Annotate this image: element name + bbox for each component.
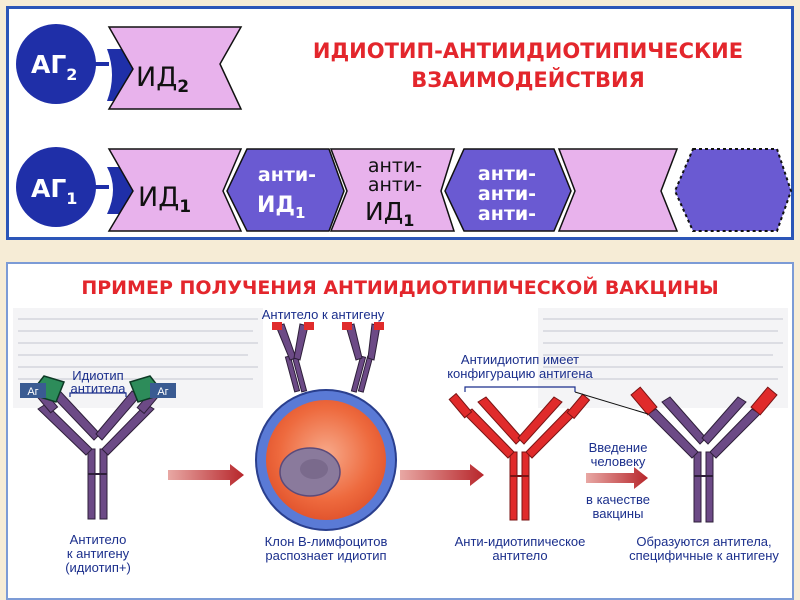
top-title-line2: ВЗАИМОДЕЙСТВИЯ xyxy=(411,67,645,92)
clone-caption-line1: Клон В-лимфоцитов xyxy=(265,534,388,549)
blank-purple-dashed-block xyxy=(673,148,793,232)
anti-anti-id1-line2: анти- xyxy=(368,174,422,196)
anti-anti-id1-block: анти- анти- ИД1 xyxy=(329,148,456,232)
anti-anti-id1-label: ИД xyxy=(365,197,403,226)
top-antibody-label: Антитело к антигену xyxy=(262,307,385,322)
anti-anti-id1-subscript: 1 xyxy=(403,211,414,230)
svg-text:ИД1: ИД1 xyxy=(365,197,414,230)
background-page-texture xyxy=(13,308,788,408)
anti-idiotype-note-line2: конфигурацию антигена xyxy=(447,366,593,381)
anti-idiotypic-caption-line2: антитело xyxy=(492,548,547,563)
as-vaccine-caption-line2: вакцины xyxy=(593,506,644,521)
id2-block: ИД2 xyxy=(107,26,243,110)
anti-id1-block: анти- ИД1 xyxy=(226,148,345,232)
idiotype-diagram: ИДИОТИП-АНТИИДИОТИПИЧЕСКИЕ ВЗАИМОДЕЙСТВИ… xyxy=(16,24,793,232)
svg-text:АГ1: АГ1 xyxy=(31,174,77,208)
svg-text:ИД1: ИД1 xyxy=(138,182,191,217)
anti-anti-anti-line2: анти- xyxy=(478,183,536,205)
antibody-caption-line2: к антигену xyxy=(67,546,130,561)
ag2-circle: АГ2 xyxy=(16,24,96,104)
ag1-circle: АГ1 xyxy=(16,147,96,227)
vaccine-diagram: ПРИМЕР ПОЛУЧЕНИЯ АНТИИДИОТИПИЧЕСКОЙ ВАКЦ… xyxy=(13,276,788,575)
anti-id1-line1: анти- xyxy=(258,164,316,186)
blank-pink-block xyxy=(557,148,679,232)
b-cell-clone xyxy=(255,322,397,531)
resulting-antibody xyxy=(574,386,778,523)
anti-idiotypic-caption-line1: Анти-идиотипическое xyxy=(455,534,586,549)
ag2-label: АГ xyxy=(31,50,66,79)
ag1-subscript: 1 xyxy=(66,189,77,208)
id1-subscript: 1 xyxy=(179,197,191,217)
clone-caption-line2: распознает идиотип xyxy=(265,548,386,563)
idiotype-label-line2: антитела xyxy=(70,381,126,396)
antigen-right-label: Аг xyxy=(157,386,168,398)
id2-label: ИД xyxy=(136,62,177,93)
anti-id1-subscript: 1 xyxy=(295,204,305,222)
result-caption-line2: специфичные к антигену xyxy=(629,548,779,563)
anti-id1-label: ИД xyxy=(257,193,295,218)
as-vaccine-caption-line1: в качестве xyxy=(586,492,650,507)
svg-text:ИД1: ИД1 xyxy=(257,193,305,222)
id1-label: ИД xyxy=(138,182,179,213)
idiotype-label-line1: Идиотип xyxy=(72,368,123,383)
anti-anti-anti-block: анти- анти- анти- xyxy=(444,148,572,232)
id1-block: ИД1 xyxy=(107,148,243,232)
vaccine-title: ПРИМЕР ПОЛУЧЕНИЯ АНТИИДИОТИПИЧЕСКОЙ ВАКЦ… xyxy=(81,276,718,299)
ag1-label: АГ xyxy=(31,174,66,203)
svg-text:АГ2: АГ2 xyxy=(31,50,77,84)
introduction-caption-line2: человеку xyxy=(591,454,646,469)
arrow-1-icon xyxy=(168,464,244,486)
arrow-3-icon xyxy=(586,467,648,489)
pointer-line xyxy=(574,391,649,415)
anti-anti-id1-line1: анти- xyxy=(368,155,422,177)
antigen-left-label: Аг xyxy=(27,386,38,398)
anti-idiotypic-antibody xyxy=(448,392,591,521)
svg-text:ИД2: ИД2 xyxy=(136,62,189,97)
antibody-caption-line1: Антитело xyxy=(70,532,127,547)
vaccine-example-panel: ПРИМЕР ПОЛУЧЕНИЯ АНТИИДИОТИПИЧЕСКОЙ ВАКЦ… xyxy=(6,262,794,600)
ag2-subscript: 2 xyxy=(66,65,77,84)
anti-anti-anti-line3: анти- xyxy=(478,203,536,225)
anti-anti-anti-line1: анти- xyxy=(478,163,536,185)
antibody-caption-line3: (идиотип+) xyxy=(65,560,131,575)
id2-subscript: 2 xyxy=(177,77,189,97)
top-title-line1: ИДИОТИП-АНТИИДИОТИПИЧЕСКИЕ xyxy=(313,39,743,63)
arrow-2-icon xyxy=(400,464,484,486)
result-caption-line1: Образуются антитела, xyxy=(636,534,771,549)
antibody-with-antigen: Аг Аг Идиотип антитела xyxy=(20,368,176,520)
idiotype-interactions-panel: ИДИОТИП-АНТИИДИОТИПИЧЕСКИЕ ВЗАИМОДЕЙСТВИ… xyxy=(6,6,794,240)
anti-idiotype-note-line1: Антиидиотип имеет xyxy=(461,352,579,367)
introduction-caption-line1: Введение xyxy=(589,440,648,455)
